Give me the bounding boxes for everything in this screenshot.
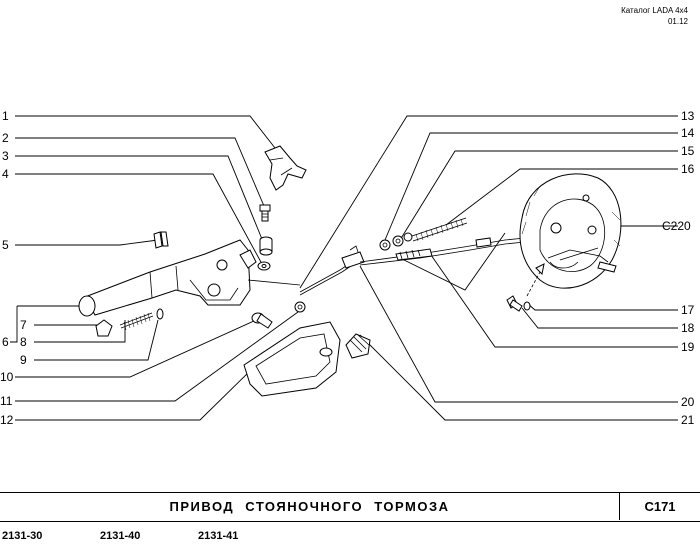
catalog-date: 01.12 bbox=[667, 17, 688, 26]
callout-12: 12 bbox=[0, 413, 14, 427]
part-equalizer-hardware bbox=[379, 232, 413, 251]
part-bushing-3 bbox=[259, 236, 273, 256]
catalog-header: Каталог LADA 4x4 bbox=[621, 6, 688, 15]
model-list: 2131-30 2131-40 2131-41 bbox=[0, 530, 700, 550]
part-nut-11 bbox=[294, 301, 306, 313]
part-spring-8 bbox=[119, 312, 154, 331]
part-washer-9 bbox=[156, 308, 164, 320]
model-code: 2131-30 bbox=[2, 530, 43, 542]
callout-c220: C220 bbox=[662, 219, 691, 233]
callout-7: 7 bbox=[20, 318, 27, 332]
model-code: 2131-41 bbox=[198, 530, 239, 542]
part-clip-5 bbox=[153, 231, 169, 249]
callout-17: 17 bbox=[681, 303, 695, 317]
brake-backing-plate bbox=[519, 173, 622, 289]
part-sleeve-7 bbox=[95, 319, 113, 337]
part-cover-12 bbox=[243, 321, 341, 397]
callout-11: 11 bbox=[0, 394, 13, 408]
part-boot-20 bbox=[345, 333, 371, 359]
parking-brake-drawing: 1 2 3 4 5 6 7 8 9 10 11 12 13 14 15 16 C… bbox=[0, 109, 695, 427]
callout-4: 4 bbox=[2, 167, 9, 181]
part-bolt-2 bbox=[259, 204, 271, 222]
callout-9: 9 bbox=[20, 353, 27, 367]
callout-19: 19 bbox=[681, 340, 695, 354]
callout-10: 10 bbox=[0, 370, 14, 384]
callout-13: 13 bbox=[681, 109, 695, 123]
callout-6: 6 bbox=[2, 335, 9, 349]
callout-8: 8 bbox=[20, 335, 27, 349]
callout-15: 15 bbox=[681, 144, 695, 158]
left-callout-lines bbox=[10, 115, 299, 421]
part-washer-4 bbox=[257, 261, 271, 271]
part-bolt-18 bbox=[506, 295, 531, 312]
callout-3: 3 bbox=[2, 149, 9, 163]
callout-numbers-left: 1 2 3 4 5 6 7 8 9 10 11 12 bbox=[0, 109, 27, 427]
callout-1: 1 bbox=[2, 109, 9, 123]
callout-21: 21 bbox=[681, 413, 695, 427]
part-spring-16 bbox=[411, 217, 468, 242]
callout-16: 16 bbox=[681, 162, 695, 176]
front-cable bbox=[299, 245, 365, 296]
drawing-code: C171 bbox=[644, 499, 676, 514]
assembly-arrow bbox=[526, 263, 545, 297]
callout-14: 14 bbox=[681, 126, 695, 140]
drawing-title: ПРИВОД СТОЯНОЧНОГО ТОРМОЗА bbox=[0, 493, 620, 520]
part-pin-10 bbox=[251, 312, 273, 329]
model-code: 2131-40 bbox=[100, 530, 141, 542]
right-callout-lines bbox=[299, 115, 678, 421]
callout-18: 18 bbox=[681, 321, 695, 335]
parking-brake-lever bbox=[78, 239, 301, 317]
callout-5: 5 bbox=[2, 238, 9, 252]
callout-2: 2 bbox=[2, 131, 9, 145]
title-block: ПРИВОД СТОЯНОЧНОГО ТОРМОЗА C171 bbox=[0, 492, 700, 522]
callout-numbers-right: 13 14 15 16 C220 17 18 19 20 21 bbox=[662, 109, 695, 427]
callout-20: 20 bbox=[681, 395, 695, 409]
part-latch-1 bbox=[264, 145, 307, 191]
